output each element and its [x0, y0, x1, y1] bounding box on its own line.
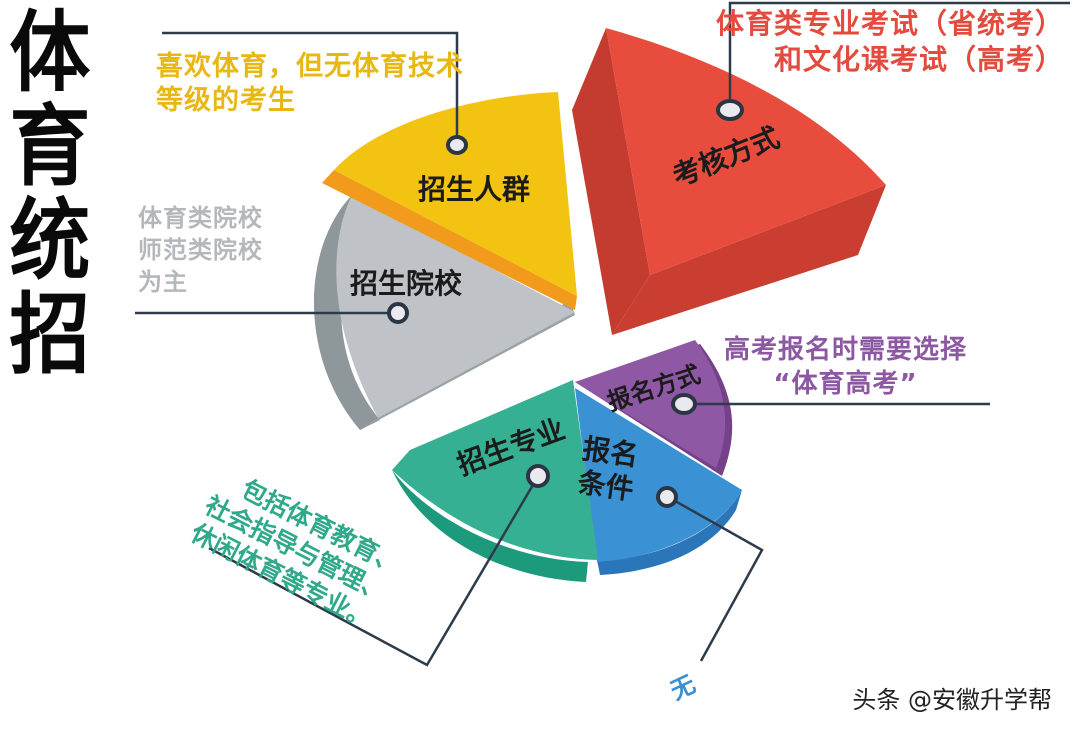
watermark: 头条 @安徽升学帮	[852, 686, 1052, 714]
connector-lines	[135, 1, 1070, 667]
dot-registration-conditions	[656, 486, 678, 508]
slice-registration-conditions	[575, 388, 742, 575]
callout-admission-schools-line2: 师范类院校	[138, 236, 263, 264]
dot-admission-majors	[526, 464, 550, 488]
slice-admission-crowd	[322, 92, 577, 310]
slice-label-registration-conditions: 报名 条件	[576, 432, 641, 507]
connector-registration-conditions	[667, 495, 764, 662]
dot-admission-schools	[387, 302, 409, 324]
connector-dots	[387, 99, 744, 508]
callout-admission-schools-line3: 为主	[138, 268, 188, 296]
slice-label-admission-crowd: 招生人群	[418, 173, 531, 206]
callout-assessment-method-line1: 体育类专业考试（省统考）	[715, 7, 1064, 40]
callout-registration-method-line2: “体育高考”	[773, 369, 918, 399]
callout-registration-method: 高考报名时需要选择 “体育高考”	[724, 333, 967, 401]
callout-admission-schools-line1: 体育类院校	[138, 204, 263, 232]
title-char-3: 统	[9, 189, 90, 292]
slice-assessment-method	[572, 28, 886, 335]
slice-label-admission-schools: 招生院校	[350, 267, 463, 300]
slice-admission-schools	[313, 195, 575, 430]
callout-assessment-method-line2: 和文化课考试（高考）	[773, 43, 1064, 76]
dot-admission-crowd	[446, 135, 468, 155]
callout-admission-crowd-line1: 喜欢体育，但无体育技术	[156, 51, 464, 82]
dot-assessment-method	[716, 99, 744, 121]
callout-admission-schools: 体育类院校 师范类院校 为主	[138, 202, 263, 298]
connector-admission-majors	[208, 477, 539, 667]
slice-registration-method	[575, 340, 733, 476]
callout-registration-method-line1: 高考报名时需要选择	[724, 335, 968, 365]
main-title: 体 育 统 招	[2, 6, 94, 382]
title-char-1: 体	[9, 1, 90, 104]
callout-assessment-method: 体育类专业考试（省统考） 和文化课考试（高考）	[716, 6, 1064, 78]
callout-admission-crowd: 喜欢体育，但无体育技术 等级的考生	[156, 50, 464, 118]
title-char-4: 招	[9, 283, 90, 386]
connector-admission-crowd	[162, 31, 459, 140]
dot-registration-method	[671, 393, 697, 415]
title-char-2: 育	[9, 95, 90, 198]
connector-assessment-method	[728, 1, 1070, 106]
callout-admission-crowd-line2: 等级的考生	[156, 85, 296, 116]
